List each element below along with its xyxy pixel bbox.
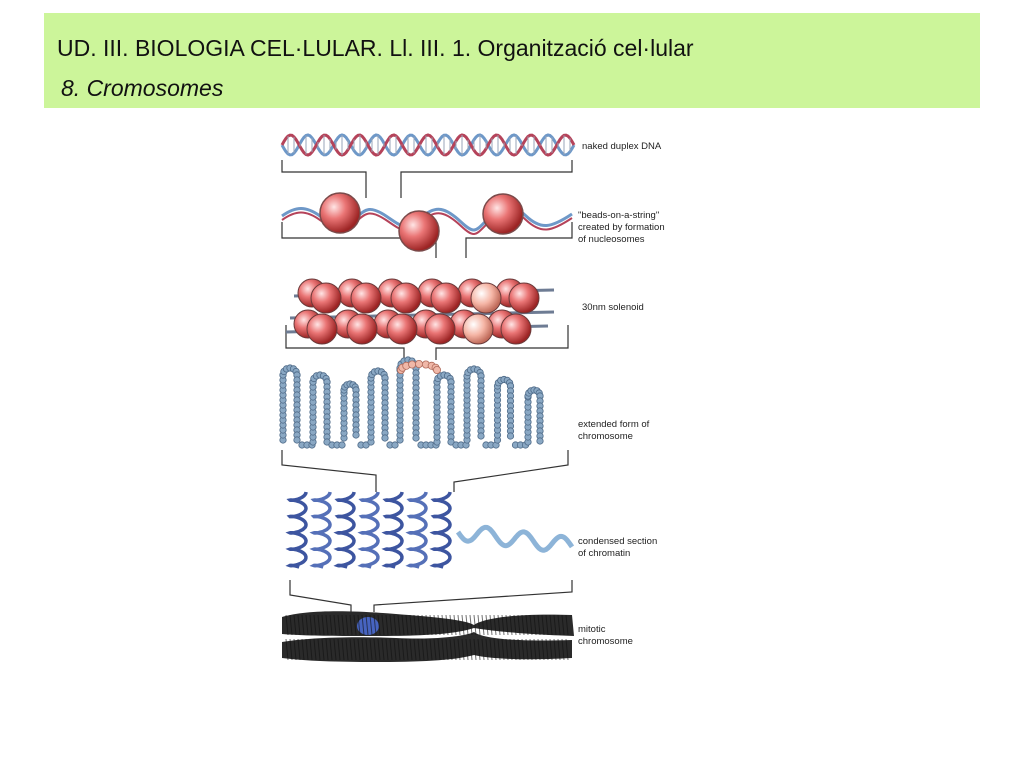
solenoid bbox=[285, 278, 555, 345]
chromosome-diagram: naked duplex DNA "beads-on-a-string" cre… bbox=[276, 120, 704, 665]
label-beads-line3: of nucleosomes bbox=[578, 234, 645, 245]
label-beads-line2: created by formation bbox=[578, 222, 665, 233]
label-mitotic-line2: chromosome bbox=[578, 636, 633, 647]
slide-title: UD. III. BIOLOGIA CEL·LULAR. Ll. III. 1.… bbox=[57, 35, 694, 61]
mitotic-chromosome bbox=[282, 611, 574, 662]
slide-subtitle: 8. Cromosomes bbox=[61, 75, 224, 101]
label-condensed-line2: of chromatin bbox=[578, 548, 630, 559]
label-condensed-line1: condensed section bbox=[578, 536, 657, 547]
stage-labels: naked duplex DNA "beads-on-a-string" cre… bbox=[578, 141, 665, 647]
extended-chromatin-loops bbox=[279, 356, 544, 449]
condensed-chromatin bbox=[285, 491, 575, 569]
beads-on-a-string bbox=[281, 192, 573, 252]
connector-brackets bbox=[281, 160, 573, 612]
dna-helix bbox=[280, 133, 576, 157]
slide-header: UD. III. BIOLOGIA CEL·LULAR. Ll. III. 1.… bbox=[44, 13, 980, 108]
label-mitotic-line1: mitotic bbox=[578, 624, 606, 635]
label-extended-line2: chromosome bbox=[578, 431, 633, 442]
label-solenoid: 30nm solenoid bbox=[582, 302, 644, 313]
label-beads-line1: "beads-on-a-string" bbox=[578, 210, 659, 221]
label-naked-dna: naked duplex DNA bbox=[582, 141, 662, 152]
label-extended-line1: extended form of bbox=[578, 419, 650, 430]
